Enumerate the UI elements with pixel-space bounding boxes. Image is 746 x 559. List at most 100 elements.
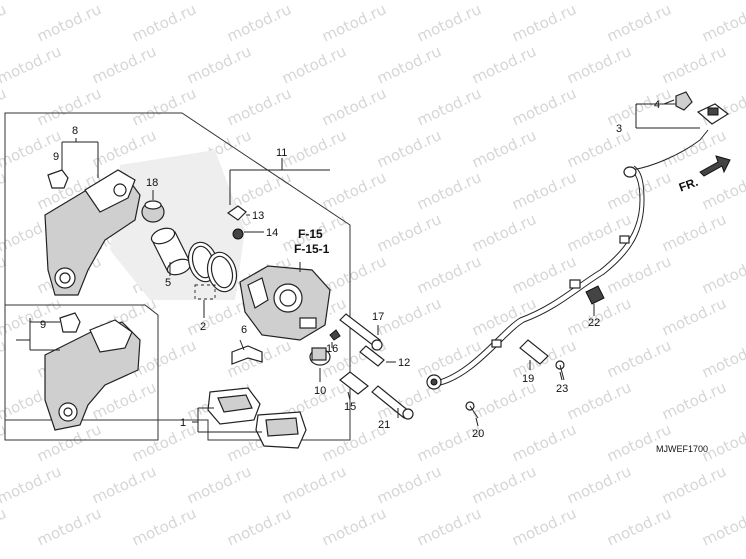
watermark-text: motod.ru [0, 42, 64, 87]
leader-lines [16, 99, 700, 433]
callout-1: 1 [180, 417, 186, 429]
callout-5: 5 [165, 277, 171, 289]
watermark-text: motod.ru [34, 84, 104, 129]
abs-sensor-wire [431, 129, 709, 383]
callout-16: 16 [326, 343, 338, 355]
watermark-text: motod.ru [414, 84, 484, 129]
callout-14: 14 [266, 227, 278, 239]
watermark-text: motod.ru [699, 420, 746, 465]
callout-8: 8 [72, 125, 78, 137]
watermark-text: motod.ru [659, 294, 729, 339]
watermark-text: motod.ru [699, 84, 746, 129]
watermark-text: motod.ru [699, 252, 746, 297]
slide-pin-boot [309, 347, 331, 366]
watermark-text: motod.ru [564, 126, 634, 171]
front-direction-label: FR. [677, 175, 700, 195]
watermark-text: motod.ru [414, 336, 484, 381]
watermark-text: motod.ru [0, 462, 64, 507]
watermark-text: motod.ru [89, 42, 159, 87]
watermark-text: motod.ru [184, 42, 254, 87]
wire-clamp-1 [569, 279, 581, 289]
caliper-piston [150, 227, 192, 276]
callout-18: 18 [146, 177, 158, 189]
wire-clamp-2 [619, 235, 630, 244]
callout-6: 6 [241, 324, 247, 336]
watermark-text: motod.ru [564, 462, 634, 507]
seal-group-box [194, 284, 216, 300]
caliper-bolt-upper [339, 313, 383, 351]
watermark-text: motod.ru [319, 504, 389, 549]
watermark-text: motod.ru [509, 168, 579, 213]
watermark-text: motod.ru [604, 504, 674, 549]
watermark-text: motod.ru [224, 84, 294, 129]
callouts: 1 2 3 4 5 6 8 9 9 10 11 12 13 14 15 16 1… [40, 99, 660, 440]
watermark-text: motod.ru [224, 0, 294, 45]
watermark-text: motod.ru [699, 504, 746, 549]
watermark-text: motod.ru [469, 210, 539, 255]
callout-23: 23 [556, 383, 568, 395]
watermark-text: motod.ru [319, 84, 389, 129]
watermark-text: motod.ru [509, 84, 579, 129]
watermark-text: motod.ru [659, 42, 729, 87]
watermark-text: motod.ru [604, 252, 674, 297]
callout-20: 20 [472, 428, 484, 440]
watermark-text: motod.ru [374, 294, 444, 339]
watermark-text: motod.ru [0, 294, 64, 339]
callout-9-lower: 9 [40, 319, 46, 331]
callout-2: 2 [200, 321, 206, 333]
watermark-text: motod.ru [129, 504, 199, 549]
watermark-text: motod.ru [469, 126, 539, 171]
watermark-text: motod.ru [374, 126, 444, 171]
caliper-body [239, 265, 331, 341]
watermark-text: motod.ru [184, 0, 254, 4]
watermark-text: motod.ru [564, 0, 634, 4]
watermark-text: motod.ru [469, 0, 539, 4]
watermark-text: motod.ru [129, 420, 199, 465]
callout-12: 12 [398, 357, 410, 369]
watermark-text: motod.ru [0, 0, 9, 45]
reference-label-1: F-15 [298, 227, 323, 241]
watermark-text: motod.ru [509, 504, 579, 549]
watermark-text: motod.ru [279, 462, 349, 507]
callout-3: 3 [616, 123, 622, 135]
front-direction-arrow: FR. [677, 155, 731, 195]
watermark-text: motod.ru [0, 126, 64, 171]
watermark-text: motod.ru [34, 504, 104, 549]
callout-17: 17 [372, 311, 384, 323]
watermark-text: motod.ru [564, 42, 634, 87]
callout-9-upper: 9 [53, 151, 59, 163]
small-pin [329, 329, 341, 341]
watermark-text: motod.ru [699, 0, 746, 45]
watermark-text: motod.ru [374, 42, 444, 87]
brake-pads [207, 387, 307, 449]
callout-4: 4 [654, 99, 660, 111]
watermark-text: motod.ru [699, 336, 746, 381]
watermark-text: motod.ru [604, 0, 674, 45]
watermark-text: motod.ru [509, 0, 579, 45]
watermark-text: motod.ru [604, 420, 674, 465]
pad-spring-clip-lower [59, 312, 81, 333]
pad-spring [231, 345, 263, 365]
watermark-text: motod.ru [659, 0, 729, 4]
watermark-text: motod.ru [279, 0, 349, 4]
watermark-text: motod.ru [0, 0, 64, 4]
watermark-text: motod.ru [184, 462, 254, 507]
watermark-text: motod.ru [509, 420, 579, 465]
watermark-text: motod.ru [659, 462, 729, 507]
watermark-text: motod.ru [224, 504, 294, 549]
watermark-text: motod.ru [564, 378, 634, 423]
watermark-text: motod.ru [604, 168, 674, 213]
watermark-text: motod.ru [89, 0, 159, 4]
callout-13: 13 [252, 210, 264, 222]
bleeder-valve [232, 228, 244, 240]
watermark-text: motod.ru [604, 84, 674, 129]
slide-pin-sleeve [339, 371, 369, 395]
watermark-text: motod.ru [279, 126, 349, 171]
caliper-bracket-lower [44, 319, 141, 431]
wire-stay [519, 339, 549, 365]
callout-21: 21 [378, 419, 390, 431]
stay-bolt [555, 360, 565, 381]
caliper-bolt-middle [359, 345, 385, 367]
callout-22: 22 [588, 317, 600, 329]
